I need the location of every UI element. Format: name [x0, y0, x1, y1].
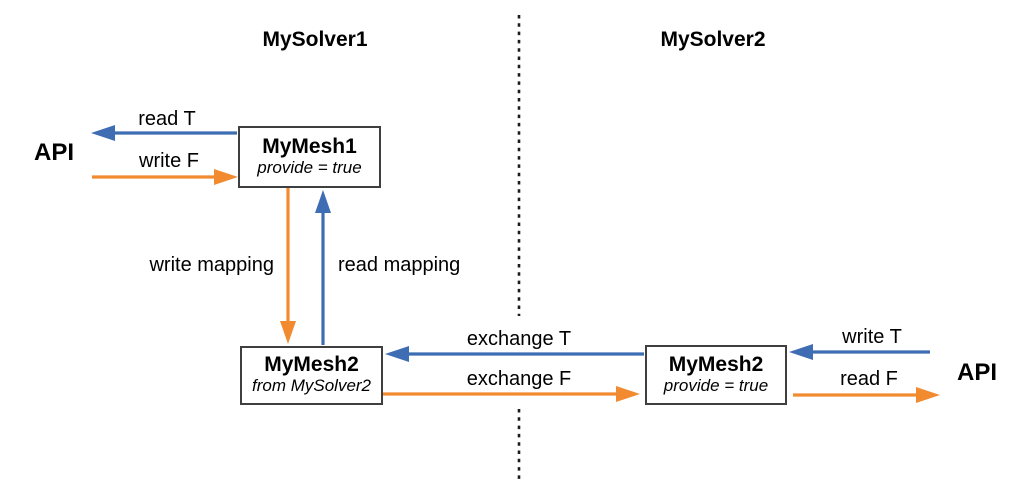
mymesh2-solver1-subtitle: from MySolver2 — [251, 376, 372, 396]
write-f-arrow — [92, 169, 238, 185]
mymesh2-solver2-subtitle: provide = true — [663, 375, 769, 395]
exchange-t-arrow — [385, 346, 644, 362]
read-t-arrowhead — [91, 125, 115, 141]
write-mapping-label: write mapping — [149, 254, 274, 276]
solver1-title: MySolver1 — [262, 28, 368, 51]
write-t-label: write T — [842, 326, 902, 348]
read-f-arrowhead — [916, 387, 940, 403]
api-label-left: API — [33, 139, 75, 166]
write-t-arrow — [789, 344, 930, 360]
exchange-t-label: exchange T — [466, 328, 572, 350]
solver2-title: MySolver2 — [660, 28, 766, 51]
mymesh2-solver1-title: MyMesh2 — [264, 353, 359, 377]
read-mapping-arrow — [315, 190, 331, 345]
read-f-arrow — [793, 387, 940, 403]
exchange-t-arrowhead — [385, 346, 409, 362]
exchange-f-label: exchange F — [466, 368, 572, 390]
read-mapping-arrowhead — [315, 190, 331, 213]
write-mapping-arrow — [280, 188, 296, 344]
mymesh2-solver2-title: MyMesh2 — [668, 352, 764, 376]
mymesh1-title: MyMesh1 — [262, 134, 357, 158]
read-f-label: read F — [840, 368, 898, 390]
api-label-right: API — [956, 359, 998, 386]
mymesh1-subtitle: provide = true — [257, 157, 362, 177]
mymesh2-solver1-box: MyMesh2 from MySolver2 — [240, 346, 383, 405]
write-t-arrowhead — [789, 344, 813, 360]
exchange-f-arrow — [383, 386, 640, 402]
mymesh2-solver2-box: MyMesh2 provide = true — [645, 345, 787, 405]
read-mapping-label: read mapping — [338, 254, 461, 276]
mymesh1-box: MyMesh1 provide = true — [238, 126, 381, 188]
read-t-label: read T — [138, 108, 196, 130]
write-f-arrowhead — [214, 169, 238, 185]
exchange-f-arrowhead — [616, 386, 640, 402]
read-t-arrow — [91, 125, 237, 141]
write-f-label: write F — [139, 150, 199, 172]
write-mapping-arrowhead — [280, 321, 296, 344]
